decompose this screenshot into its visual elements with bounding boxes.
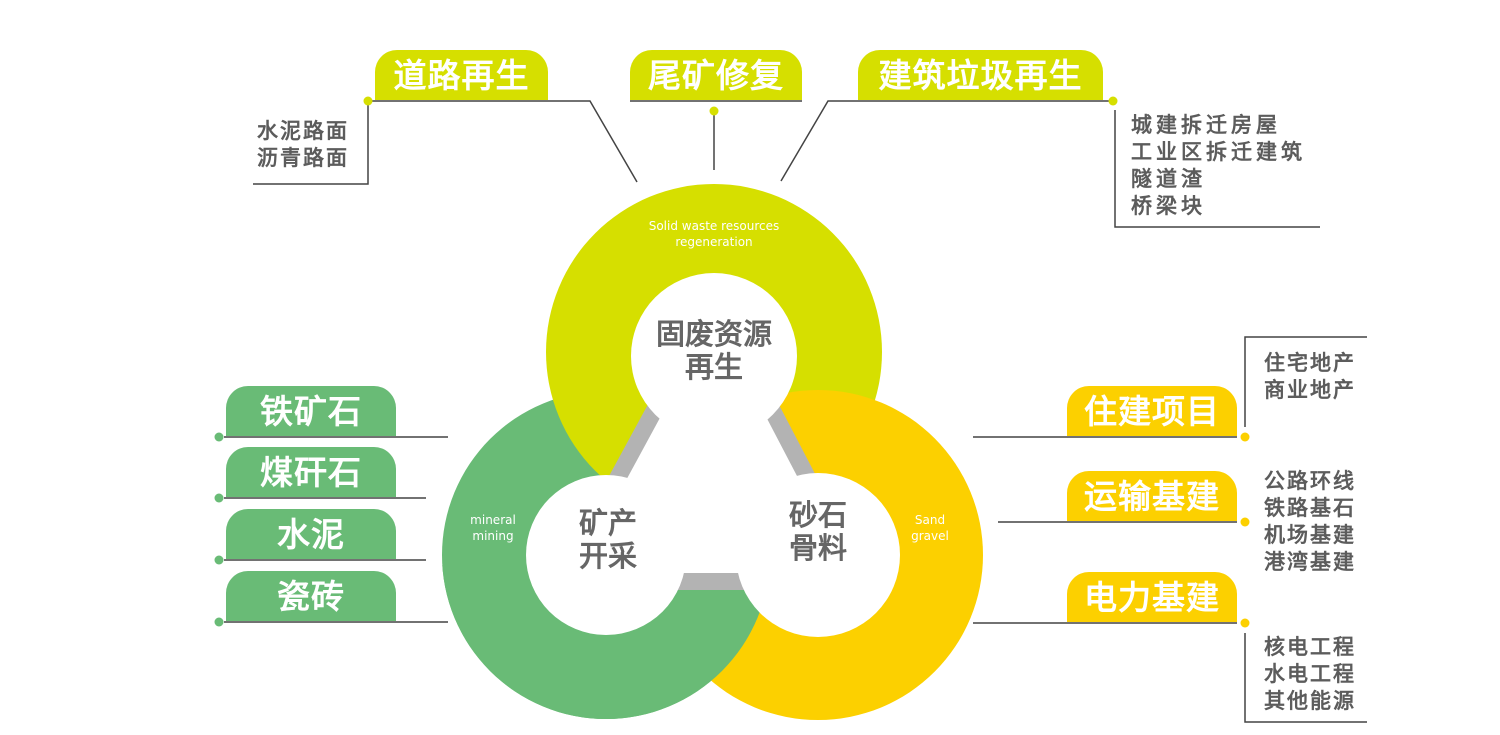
en-line: regeneration [675,235,753,249]
tab-tiles: 瓷砖 [226,571,396,621]
en-line: mineral [470,513,516,527]
bullet-dots [214,96,1250,628]
en-line: mining [472,529,514,543]
title-line: 再生 [684,350,744,384]
tab-road-regeneration: 道路再生 [375,50,548,100]
list-item: 桥梁块 [1131,194,1206,218]
list-item: 住宅地产 [1264,351,1356,375]
list-item: 隧道渣 [1131,167,1206,191]
mineral-title: 矿产开采 [579,507,637,573]
tab-cement: 水泥 [226,509,396,559]
list-item: 水电工程 [1264,662,1356,686]
tab-housing-projects: 住建项目 [1067,386,1237,436]
title-line: 矿产 [578,506,638,540]
title-line: 砂石 [788,498,848,532]
title-line: 骨料 [788,531,848,565]
tab-power-infrastructure: 电力基建 [1067,572,1237,622]
tab-transport-infrastructure: 运输基建 [1067,471,1237,521]
leader-lines [224,100,1367,723]
tab-construction-waste: 建筑垃圾再生 [858,50,1103,100]
list-item: 机场基建 [1264,523,1356,547]
en-line: Sand [914,513,946,527]
tab-iron-ore: 铁矿石 [226,386,396,436]
construction-waste-items: 城建拆迁房屋 工业区拆迁建筑 隧道渣 桥梁块 [1131,112,1306,220]
mineral-core [526,475,686,635]
list-item: 公路环线 [1264,469,1356,493]
list-item: 其他能源 [1264,689,1356,713]
list-item: 港湾基建 [1264,550,1356,574]
list-item: 沥青路面 [257,146,349,170]
solid-waste-title: 固废资源再生 [656,318,772,384]
transport-items: 公路环线 铁路基石 机场基建 港湾基建 [1264,468,1356,576]
tab-tailings-repair: 尾矿修复 [630,50,802,100]
solid-waste-en-label: Solid waste resources regeneration [649,218,780,250]
list-item: 水泥路面 [257,119,349,143]
list-item: 商业地产 [1264,378,1356,402]
list-item: 工业区拆迁建筑 [1131,140,1306,164]
solid-waste-core [631,273,797,439]
housing-items: 住宅地产 商业地产 [1264,350,1356,404]
en-line: Solid waste resources [648,219,780,233]
sand-core [736,473,900,637]
power-items: 核电工程 水电工程 其他能源 [1264,634,1356,715]
list-item: 铁路基石 [1264,496,1356,520]
list-item: 核电工程 [1264,635,1356,659]
mineral-en-label: mineral mining [470,512,516,544]
en-line: gravel [911,529,949,543]
mineral-ring-overlap [442,565,770,719]
title-line: 固废资源 [655,317,773,351]
list-item: 城建拆迁房屋 [1131,113,1281,137]
tab-coal-gangue: 煤矸石 [226,447,396,497]
title-line: 开采 [578,539,638,573]
sand-title: 砂石骨料 [789,499,847,565]
road-items: 水泥路面 沥青路面 [257,118,349,172]
sand-en-label: Sand gravel [911,512,949,544]
